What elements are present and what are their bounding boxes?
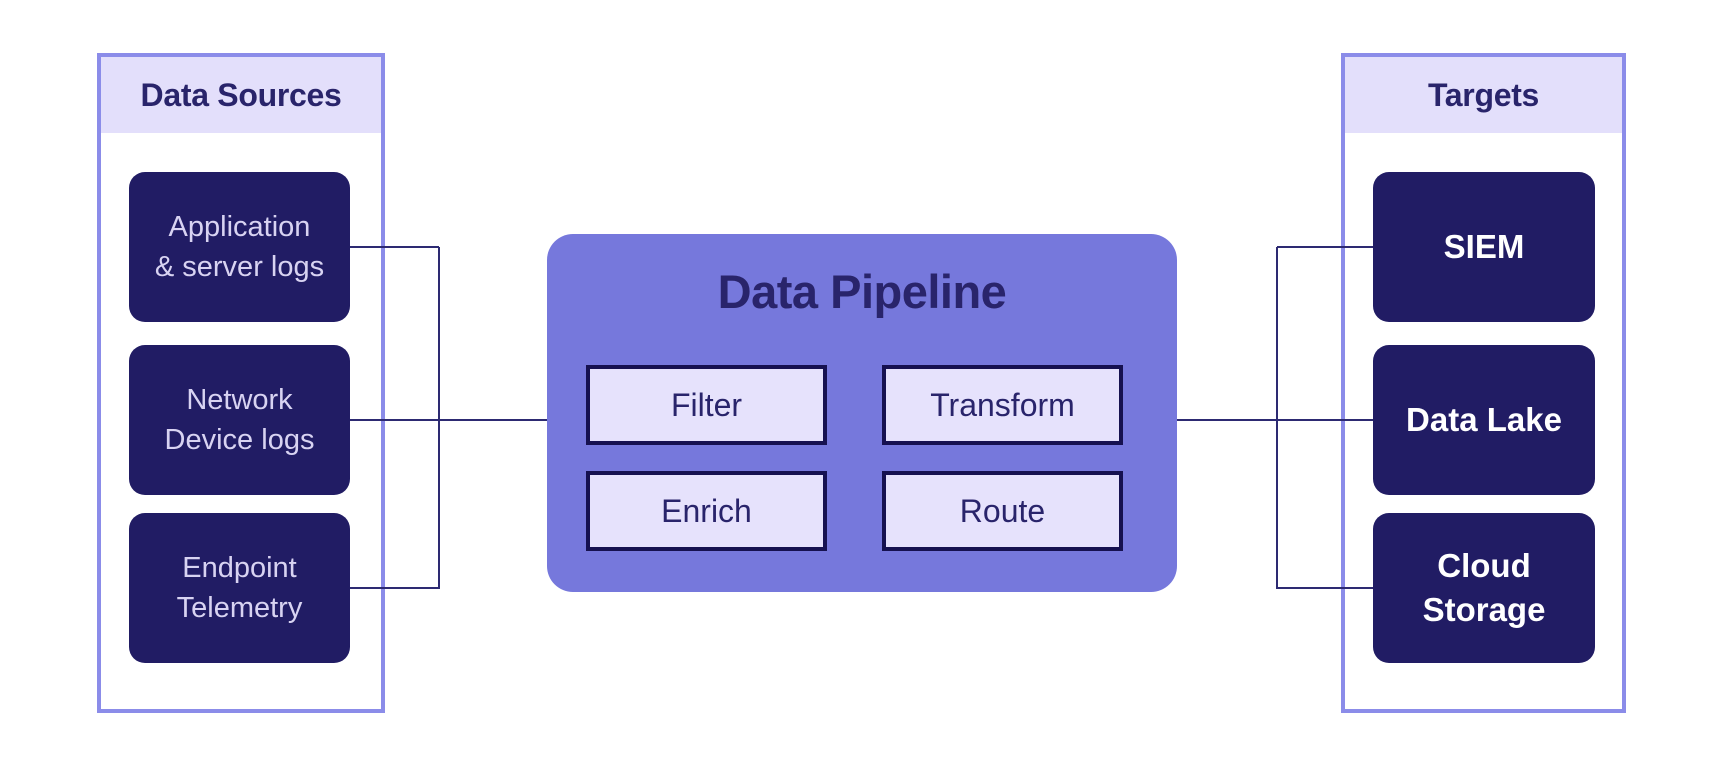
source-node-label: Network Device logs [164, 384, 315, 456]
data-sources-title: Data Sources [140, 76, 342, 113]
connector-target-siem [1277, 246, 1373, 248]
target-node-siem: SIEM [1373, 172, 1595, 322]
pipeline-stage-transform: Transform [882, 365, 1123, 445]
connector-source-app-logs [350, 246, 439, 248]
target-node-cloud-storage: Cloud Storage [1373, 513, 1595, 663]
targets-title: Targets [1427, 76, 1540, 113]
pipeline-stage-label: Enrich [661, 492, 752, 529]
pipeline-stage-label: Transform [930, 386, 1075, 423]
source-node-network-device-logs: Network Device logs [129, 345, 350, 495]
target-node-label: Data Lake [1406, 401, 1562, 438]
connector-pipeline-to-data-lake [1177, 419, 1373, 421]
pipeline-stage-filter: Filter [586, 365, 827, 445]
data-pipeline-title: Data Pipeline [717, 265, 1007, 318]
connector-bus-left [438, 247, 440, 589]
pipeline-stage-label: Filter [670, 386, 743, 423]
connector-bus-right [1276, 247, 1278, 589]
connector-source-network-to-pipeline [350, 419, 547, 421]
targets-header: Targets [1345, 57, 1622, 133]
data-sources-header: Data Sources [101, 57, 381, 133]
target-node-data-lake: Data Lake [1373, 345, 1595, 495]
pipeline-stage-label: Route [959, 492, 1046, 529]
source-node-label: Application & server logs [154, 211, 325, 283]
source-node-label: Endpoint Telemetry [176, 552, 303, 624]
pipeline-stage-route: Route [882, 471, 1123, 551]
data-pipeline-container: Data Pipeline Filter Transform Enrich Ro… [547, 234, 1177, 592]
source-node-endpoint-telemetry: Endpoint Telemetry [129, 513, 350, 663]
connector-source-endpoint [350, 587, 439, 589]
connector-target-cloud-storage [1277, 587, 1373, 589]
source-node-application-server-logs: Application & server logs [129, 172, 350, 322]
target-node-label: SIEM [1443, 228, 1525, 265]
pipeline-stage-enrich: Enrich [586, 471, 827, 551]
target-node-label: Cloud Storage [1422, 547, 1546, 628]
